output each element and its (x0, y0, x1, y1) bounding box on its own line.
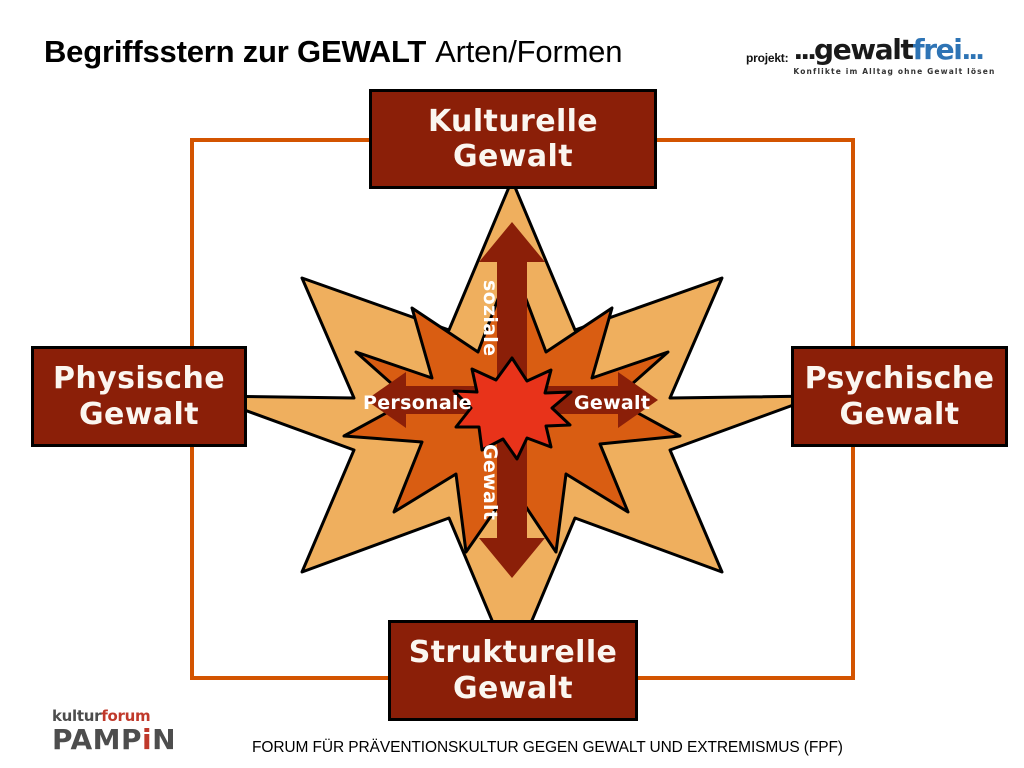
pampin-wordmark: PAMPiN (52, 725, 176, 755)
node-label-line2: Gewalt (453, 670, 573, 706)
brand-prefix-label: projekt: (746, 51, 789, 65)
brand-dots-right: ... (961, 36, 985, 66)
core-starburst (452, 356, 573, 461)
gewaltfrei-logo: projekt: ...gewaltfrei... Konflikte im A… (746, 33, 996, 77)
kulturforum-pampin-logo: kulturforum PAMPiN (52, 708, 176, 755)
page-title-light: Arten/Formen (435, 34, 623, 69)
node-box-kulturelle-gewalt[interactable]: Kulturelle Gewalt (369, 89, 657, 189)
brand-wordmark: ...gewaltfrei... (793, 33, 995, 66)
brand-dots-left: ... (793, 36, 817, 66)
kulturforum-part-forum: forum (101, 707, 151, 725)
axis-label-gewalt-vertical: Gewalt (479, 444, 501, 521)
node-label-line2: Gewalt (453, 139, 573, 174)
node-label-line1: Kulturelle (427, 103, 599, 139)
axis-label-gewalt-horizontal: Gewalt (574, 392, 651, 414)
axis-label-personale: Personale (363, 392, 472, 414)
node-label-line1: Psychische (804, 361, 995, 397)
brand-word-frei: frei (912, 33, 962, 66)
brand-tagline: Konflikte im Alltag ohne Gewalt lösen (793, 67, 996, 76)
node-box-psychische-gewalt[interactable]: Psychische Gewalt (791, 346, 1008, 447)
pampin-part-i: i (142, 723, 153, 756)
node-box-strukturelle-gewalt[interactable]: Strukturelle Gewalt (388, 620, 638, 721)
node-label-line1: Physische (53, 361, 225, 397)
pampin-part-n: N (152, 723, 177, 756)
node-label-line2: Gewalt (839, 396, 960, 432)
node-label-line1: Strukturelle (408, 635, 618, 671)
kulturforum-wordmark: kulturforum (52, 708, 176, 724)
pampin-part-pamp: PAMP (52, 723, 143, 756)
axis-label-soziale: soziale (479, 280, 501, 357)
page-title: Begriffsstern zur GEWALT Arten/Formen (44, 34, 622, 70)
node-box-physische-gewalt[interactable]: Physische Gewalt (31, 346, 247, 447)
page-title-strong: Begriffsstern zur GEWALT (44, 34, 427, 69)
footer-caption: FORUM FÜR PRÄVENTIONSKULTUR GEGEN GEWALT… (252, 739, 843, 756)
kulturforum-part-kultur: kultur (52, 707, 102, 725)
brand-word-gewalt: gewalt (814, 33, 914, 66)
node-label-line2: Gewalt (79, 396, 199, 432)
brand-stack: ...gewaltfrei... Konflikte im Alltag ohn… (793, 33, 996, 77)
